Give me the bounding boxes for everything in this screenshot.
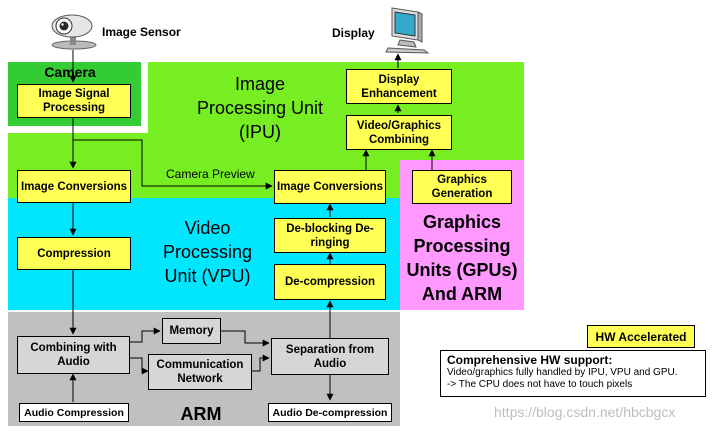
vpu-title: Video Processing Unit (VPU) xyxy=(162,218,253,286)
separation-from-audio-box: Separation from Audio xyxy=(271,338,389,375)
hw-support-note: Comprehensive HW support: Video/graphics… xyxy=(440,350,706,397)
camera-icon xyxy=(51,14,97,50)
camera-gap-2 xyxy=(8,126,148,133)
hw-support-line1: Video/graphics fully handled by IPU, VPU… xyxy=(447,367,678,378)
arm-title: ARM xyxy=(180,404,222,424)
decompression-box: De-compression xyxy=(274,264,386,300)
combining-with-audio-box: Combining with Audio xyxy=(17,336,130,374)
image-conversions-left-box: Image Conversions xyxy=(17,170,131,203)
image-sensor-label: Image Sensor xyxy=(102,25,181,39)
memory-box: Memory xyxy=(162,318,221,344)
hw-support-title: Comprehensive HW support: xyxy=(447,353,613,367)
audio-decompression-box: Audio De-compression xyxy=(268,403,392,422)
monitor-icon xyxy=(385,7,430,54)
gpu-title: Graphics Processing Units (GPUs) And ARM xyxy=(406,212,518,304)
image-signal-processing-box: Image Signal Processing xyxy=(17,84,131,118)
communication-network-box: Communication Network xyxy=(148,354,252,390)
ipu-title: Image Processing Unit (IPU) xyxy=(196,74,324,142)
watermark: https://blog.csdn.net/hbcbgcx xyxy=(494,404,676,420)
deblocking-deringing-box: De-blocking De-ringing xyxy=(274,218,386,253)
audio-compression-box: Audio Compression xyxy=(19,403,129,422)
display-enhancement-box: Display Enhancement xyxy=(346,69,452,104)
display-label: Display xyxy=(332,26,375,40)
camera-title: Camera xyxy=(44,64,96,80)
graphics-generation-box: Graphics Generation xyxy=(412,170,512,204)
hw-accelerated-badge: HW Accelerated xyxy=(587,325,695,348)
hw-support-line2: -> The CPU does not have to touch pixels xyxy=(447,379,633,390)
camera-preview-label: Camera Preview xyxy=(166,167,255,181)
camera-gap xyxy=(141,62,148,133)
video-graphics-combining-box: Video/Graphics Combining xyxy=(346,115,452,150)
compression-box: Compression xyxy=(17,237,131,270)
image-conversions-right-box: Image Conversions xyxy=(274,170,386,204)
